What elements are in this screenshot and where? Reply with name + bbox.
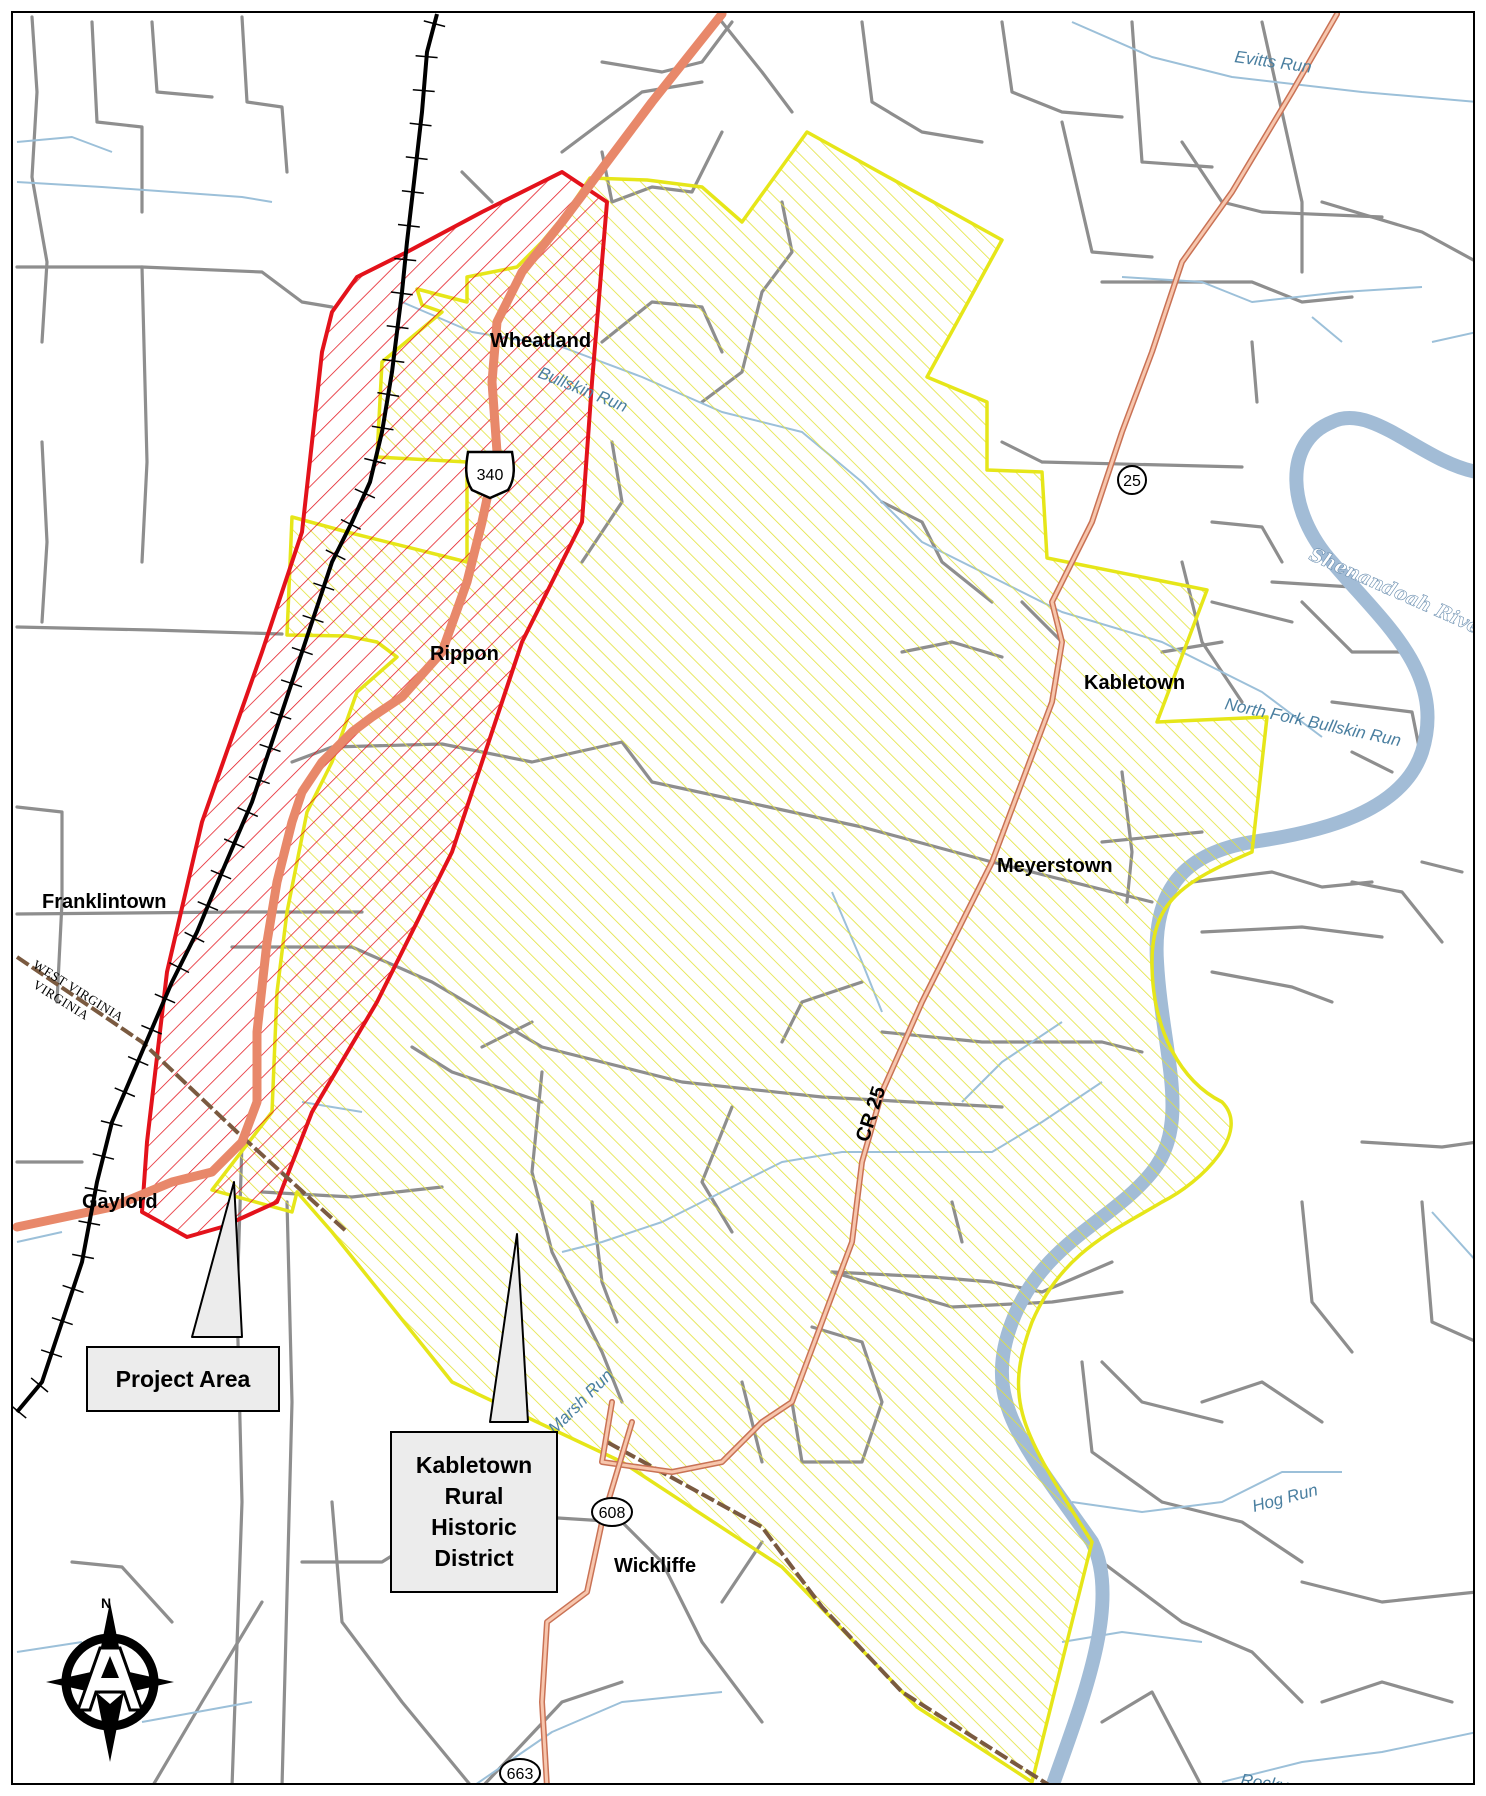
project-area-callout: Project Area [86, 1346, 280, 1412]
label-rocky-marsh-run: Rocky [1239, 1770, 1290, 1785]
north-arrow-icon: N [46, 1595, 174, 1762]
district-callout-text: Kabletown Rural Historic District [415, 1452, 533, 1571]
north-arrow-letter: N [101, 1595, 111, 1611]
project-area-callout-text: Project Area [115, 1365, 251, 1392]
state-line [15, 955, 349, 1234]
map-frame: 340 25 608 663 Wheatland Rippon Kabletow… [11, 11, 1475, 1785]
project-area-boundary[interactable] [140, 170, 609, 1239]
railroad [13, 13, 446, 1419]
route-608-label: 608 [599, 1505, 626, 1522]
label-gaylord: Gaylord [82, 1191, 158, 1213]
label-franklintown: Franklintown [42, 891, 166, 913]
state-line-extension [606, 1440, 1050, 1783]
us-340-shield[interactable]: 340 [465, 450, 515, 500]
label-kabletown: Kabletown [1084, 672, 1185, 694]
label-wheatland: Wheatland [490, 330, 591, 352]
callout-pointers [191, 1181, 529, 1423]
route-25-label: 25 [1123, 473, 1141, 490]
label-hog-run: Hog Run [1250, 1480, 1320, 1516]
map-canvas[interactable]: 340 25 608 663 Wheatland Rippon Kabletow… [13, 13, 1475, 1785]
label-rippon: Rippon [430, 643, 499, 665]
label-wickliffe: Wickliffe [614, 1555, 696, 1577]
district-callout: Kabletown Rural Historic District [390, 1431, 558, 1593]
route-608-shield[interactable]: 608 [591, 1497, 633, 1527]
label-meyerstown: Meyerstown [997, 855, 1113, 877]
route-663-shield[interactable]: 663 [499, 1758, 541, 1785]
route-25-shield[interactable]: 25 [1117, 465, 1147, 495]
us-340-label: 340 [477, 467, 504, 484]
us-340-highway [13, 13, 727, 1232]
route-663-label: 663 [507, 1766, 534, 1783]
